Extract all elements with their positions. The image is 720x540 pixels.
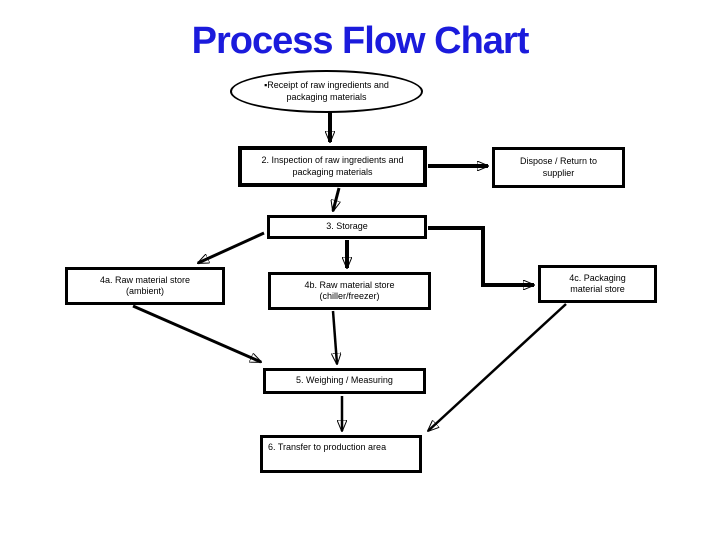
node-packaging-label: 4c. Packaging material store	[569, 272, 626, 294]
edge-ambient-weighing	[132, 304, 261, 364]
node-receipt-label: ▪Receipt of raw ingredients and packagin…	[264, 80, 389, 102]
node-raw-store-ambient: 4a. Raw material store (ambient)	[65, 267, 225, 305]
node-dispose-label: Dispose / Return to supplier	[519, 156, 598, 178]
edge-packaging-transfer	[428, 303, 567, 431]
node-storage: 3. Storage	[267, 215, 427, 239]
edge-storage-packaging	[428, 226, 534, 285]
node-dispose-return: Dispose / Return to supplier	[492, 147, 625, 188]
node-storage-label: 3. Storage	[326, 221, 368, 232]
edge-chiller-weighing	[333, 310, 337, 364]
node-chiller-label: 4b. Raw material store (chiller/freezer)	[304, 279, 395, 301]
node-packaging-store: 4c. Packaging material store	[538, 265, 657, 303]
node-ambient-label: 4a. Raw material store (ambient)	[99, 274, 191, 296]
node-transfer-production: 6. Transfer to production area	[260, 435, 422, 473]
node-receipt-ellipse: ▪Receipt of raw ingredients and packagin…	[230, 70, 423, 113]
node-weighing-measuring: 5. Weighing / Measuring	[263, 368, 426, 394]
node-weighing-label: 5. Weighing / Measuring	[296, 375, 393, 386]
page-title: Process Flow Chart	[191, 20, 530, 62]
node-transfer-label: 6. Transfer to production area	[268, 442, 387, 452]
node-inspection-label: 2. Inspection of raw ingredients and pac…	[261, 155, 404, 177]
node-raw-store-chiller: 4b. Raw material store (chiller/freezer)	[268, 272, 431, 310]
edge-storage-ambient	[198, 231, 265, 265]
edge-inspection-storage	[333, 187, 339, 211]
node-inspection: 2. Inspection of raw ingredients and pac…	[238, 146, 427, 187]
